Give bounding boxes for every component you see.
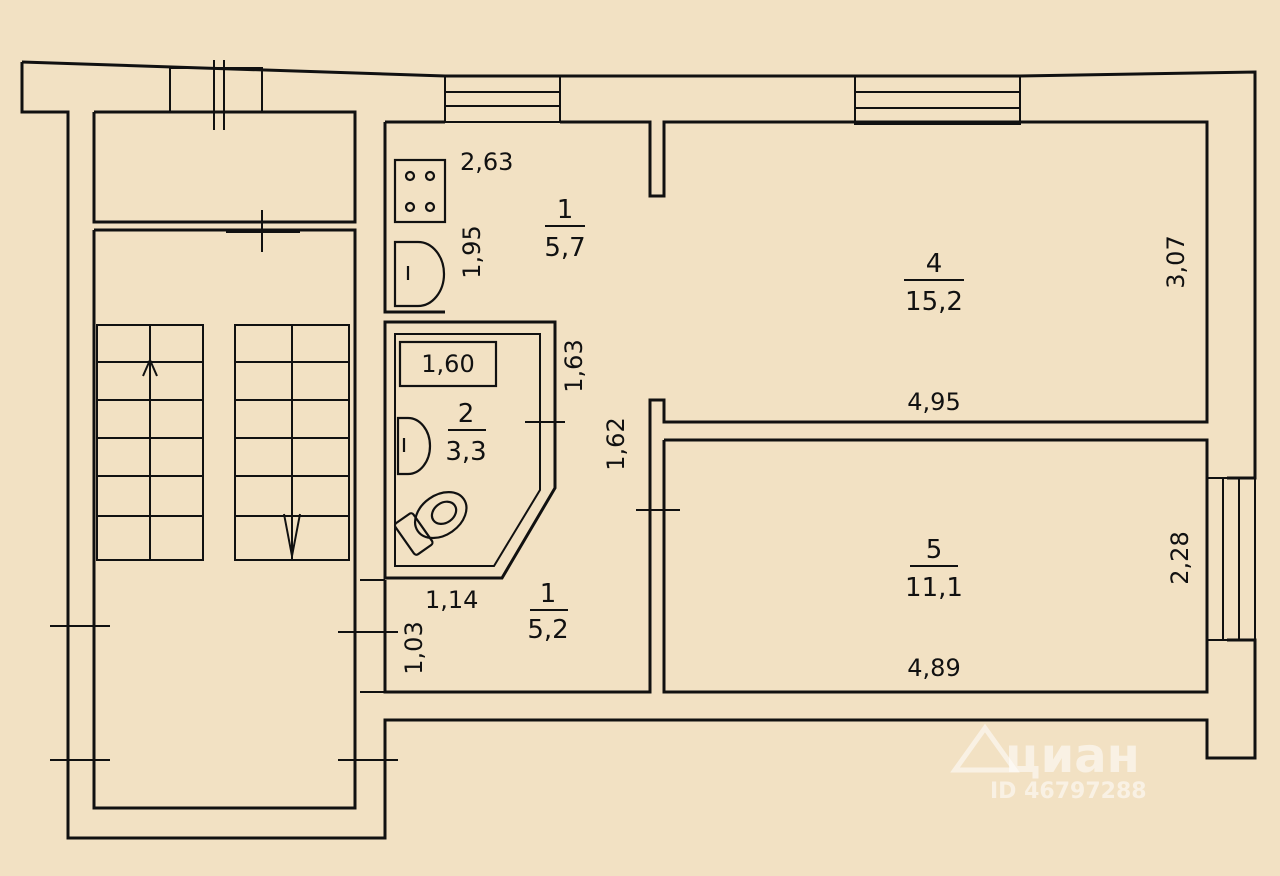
room-number: 5 [926, 535, 943, 565]
room-label-hall: 1 5,2 [527, 579, 568, 645]
dim-bath-width: 1,60 [421, 350, 474, 378]
stair-arrow-up-icon [142, 357, 158, 398]
watermark-listing-id: ID 46797288 [990, 779, 1147, 804]
dim-hall-width: 1,14 [425, 586, 478, 614]
room-number: 2 [458, 399, 475, 429]
toilet-icon [393, 491, 468, 556]
dim-hall-depth: 1,03 [400, 621, 428, 674]
room-area: 5,2 [527, 615, 568, 645]
windows [169, 60, 1256, 641]
dim-room5-width: 4,89 [907, 654, 960, 682]
room-area: 3,3 [445, 437, 486, 467]
room-label-room-4: 4 15,2 [904, 249, 964, 317]
room-number: 1 [540, 579, 557, 609]
room-label-kitchen: 1 5,7 [544, 195, 585, 263]
watermark-brand: циан [1005, 728, 1140, 784]
room-number: 1 [557, 195, 574, 225]
room-area: 15,2 [905, 287, 963, 317]
room-label-bathroom: 2 3,3 [445, 399, 486, 467]
dim-room4-width: 4,95 [907, 388, 960, 416]
dim-kitchen-width: 2,63 [460, 148, 513, 176]
dim-bath-depth: 1,63 [560, 339, 588, 392]
room-area: 5,7 [544, 233, 585, 263]
stove-icon [393, 158, 447, 224]
dim-corridor-depth: 1,62 [602, 417, 630, 470]
cian-watermark: циан ID 46797288 [950, 723, 1147, 804]
bathtub-icon [398, 340, 498, 388]
dimension-labels: 2,63 1,95 1,60 1,63 1,14 1,03 1,62 4,95 … [400, 148, 1194, 682]
cian-logo-icon [950, 723, 1020, 773]
room-label-room-5: 5 11,1 [905, 535, 963, 603]
outer-walls [20, 60, 1257, 840]
room-number: 4 [926, 249, 943, 279]
dim-room5-depth: 2,28 [1166, 531, 1194, 584]
staircase [96, 324, 350, 561]
interior-walls [360, 120, 1209, 694]
dim-room4-depth: 3,07 [1162, 235, 1190, 288]
stair-arrow-down-icon [283, 512, 301, 557]
dim-kitchen-depth: 1,95 [458, 225, 486, 278]
washbasin-icon [396, 416, 432, 476]
door-marks [50, 210, 680, 761]
kitchen-sink-icon [393, 240, 446, 308]
room-area: 11,1 [905, 573, 963, 603]
